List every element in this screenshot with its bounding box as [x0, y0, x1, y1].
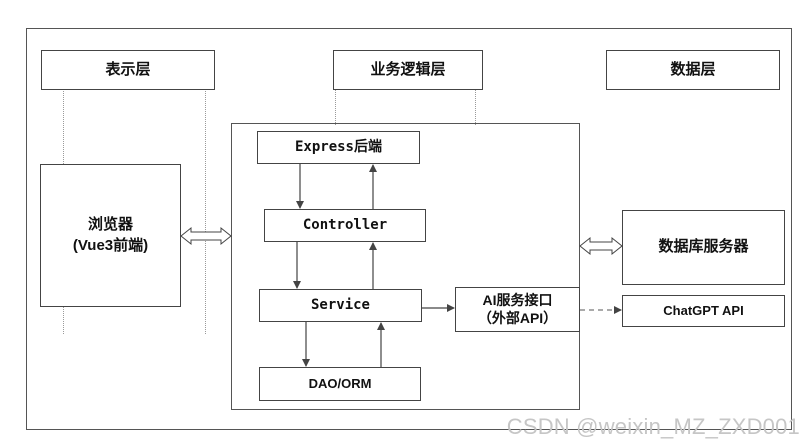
business-guide-right — [475, 89, 476, 125]
presentation-guide-right — [205, 89, 206, 334]
chatgpt-api-node: ChatGPT API — [622, 295, 785, 327]
browser-node: 浏览器 (Vue3前端) — [40, 164, 181, 307]
browser-sublabel: (Vue3前端) — [72, 236, 149, 254]
double-arrow-business-database — [579, 236, 623, 256]
business-guide-left — [335, 89, 336, 125]
layer-header-data: 数据层 — [606, 50, 780, 90]
controller-node: Controller — [264, 209, 426, 242]
dao-node: DAO/ORM — [259, 367, 421, 401]
watermark: CSDN @weixin_MZ_ZXD001 — [506, 414, 800, 439]
db-server-node: 数据库服务器 — [622, 210, 785, 285]
layer-header-business: 业务逻辑层 — [333, 50, 483, 90]
ai-service-sublabel: （外部API） — [477, 309, 558, 326]
ai-service-label: AI服务接口 — [482, 292, 553, 308]
express-node: Express后端 — [257, 131, 420, 164]
layer-header-presentation: 表示层 — [41, 50, 215, 90]
ai-service-node: AI服务接口 （外部API） — [455, 287, 580, 332]
browser-label: 浏览器 — [87, 216, 133, 234]
business-container — [231, 123, 580, 410]
double-arrow-browser-business — [180, 226, 232, 246]
outer-frame — [26, 28, 792, 430]
service-node: Service — [259, 289, 422, 322]
